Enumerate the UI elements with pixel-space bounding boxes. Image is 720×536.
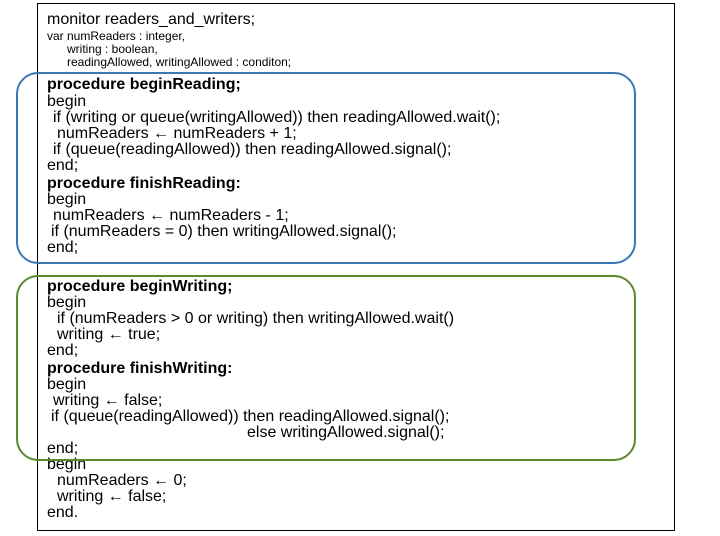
code-line: begin — [47, 294, 87, 311]
code-line: end; — [47, 239, 79, 256]
reader-procedures-highlight — [16, 72, 636, 264]
code-line: if (queue(readingAllowed)) then readingA… — [53, 141, 452, 158]
procedure-header: procedure finishWriting: — [47, 360, 233, 377]
code-line: writing ← false; — [57, 488, 167, 505]
code-line: monitor readers_and_writers; — [47, 11, 256, 28]
code-listing: monitor readers_and_writers;var numReade… — [37, 3, 675, 531]
code-line: begin — [47, 191, 87, 208]
code-line: numReaders ← 0; — [57, 472, 187, 489]
code-line: begin — [47, 376, 87, 393]
code-line: end; — [47, 342, 79, 359]
code-line: if (writing or queue(writingAllowed)) th… — [53, 109, 501, 126]
code-line: readingAllowed, writingAllowed : condito… — [67, 55, 292, 69]
code-line: numReaders ← numReaders - 1; — [53, 207, 289, 224]
code-line: end; — [47, 157, 79, 174]
code-line: begin — [47, 93, 87, 110]
code-line: end. — [47, 504, 79, 521]
code-line: writing : boolean, — [67, 42, 158, 56]
code-line: if (queue(readingAllowed)) then readingA… — [51, 408, 450, 425]
writer-procedures-highlight — [16, 275, 636, 461]
code-line: writing ← true; — [57, 326, 161, 343]
procedure-header: procedure beginWriting; — [47, 278, 233, 295]
code-line: if (numReaders > 0 or writing) then writ… — [57, 310, 455, 327]
code-line: if (numReaders = 0) then writingAllowed.… — [51, 223, 397, 240]
code-line: end; — [47, 440, 79, 457]
code-line: numReaders ← numReaders + 1; — [57, 125, 297, 142]
code-line: else writingAllowed.signal(); — [247, 424, 445, 441]
procedure-header: procedure beginReading; — [47, 76, 241, 93]
procedure-header: procedure finishReading: — [47, 175, 241, 192]
code-line: writing ← false; — [53, 392, 163, 409]
code-line: var numReaders : integer, — [47, 29, 186, 43]
